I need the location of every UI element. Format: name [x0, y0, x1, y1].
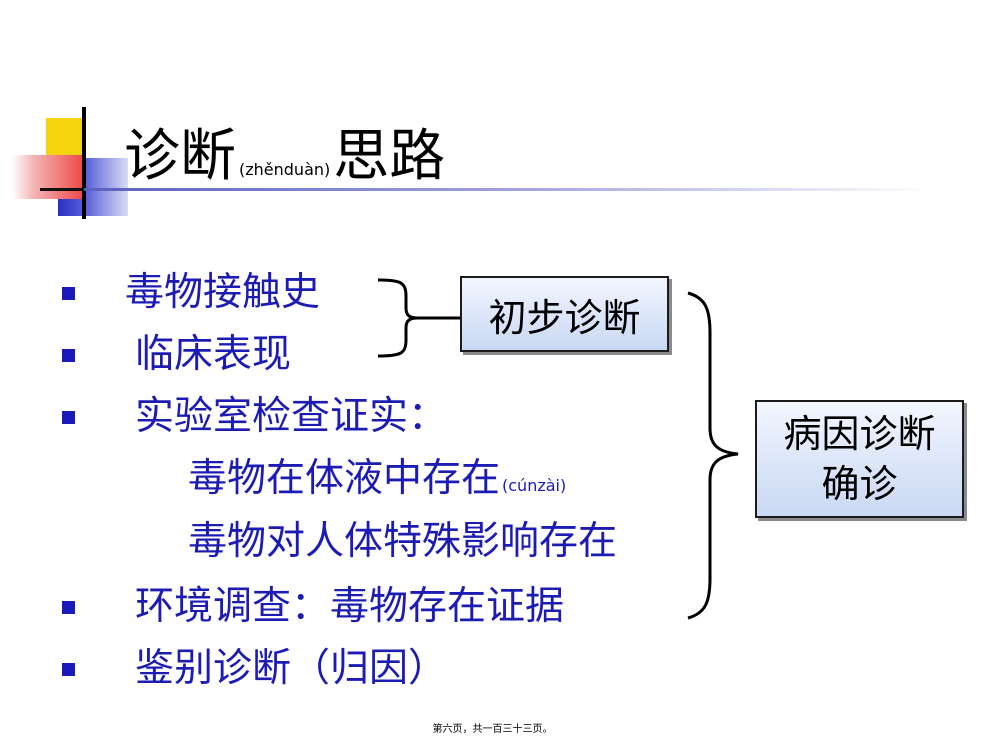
title-pinyin: (zhěnduàn): [239, 160, 331, 179]
title-underline: [84, 188, 934, 191]
list-item-exposure-history: 毒物接触史: [125, 270, 321, 315]
list-item-clinical: 临床表现: [135, 332, 292, 377]
list-item-environment: 环境调查：毒物存在证据: [135, 584, 565, 629]
title-end: 思路: [333, 124, 446, 189]
list-item-lab-sub1: 毒物在体液中存在(cúnzài): [188, 453, 566, 512]
etiologic-diagnosis-label: 病因诊断: [783, 412, 936, 456]
title-main: 诊断: [124, 124, 236, 189]
logo-vertical-line: [82, 107, 86, 219]
bullet-icon: [62, 349, 75, 362]
bullet-icon: [62, 411, 75, 424]
list-item-pinyin: (cúnzài): [502, 476, 567, 495]
bullet-icon: [62, 287, 75, 300]
etiologic-diagnosis-box: 病因诊断 确诊: [755, 400, 964, 518]
list-item-lab: 实验室检查证实：: [135, 394, 448, 439]
list-item-lab-sub2: 毒物对人体特殊影响存在: [188, 519, 618, 564]
brace-small-icon: [377, 278, 460, 358]
page-footer: 第六页，共一百三十三页。: [432, 724, 553, 735]
confirm-diagnosis-label: 确诊: [821, 462, 898, 506]
logo-red-square: [12, 155, 82, 199]
brace-large-icon: [687, 291, 739, 620]
list-item-differential: 鉴别诊断（归因）: [135, 646, 448, 691]
bullet-icon: [62, 663, 75, 676]
preliminary-diagnosis-label: 初步诊断: [488, 295, 641, 340]
slide-title: 诊断 (zhěnduàn) 思路: [124, 122, 445, 192]
list-item-text: 毒物在体液中存在: [188, 456, 501, 501]
bullet-icon: [62, 601, 75, 614]
logo-horizontal-line: [40, 188, 118, 191]
preliminary-diagnosis-box: 初步诊断: [460, 276, 669, 352]
